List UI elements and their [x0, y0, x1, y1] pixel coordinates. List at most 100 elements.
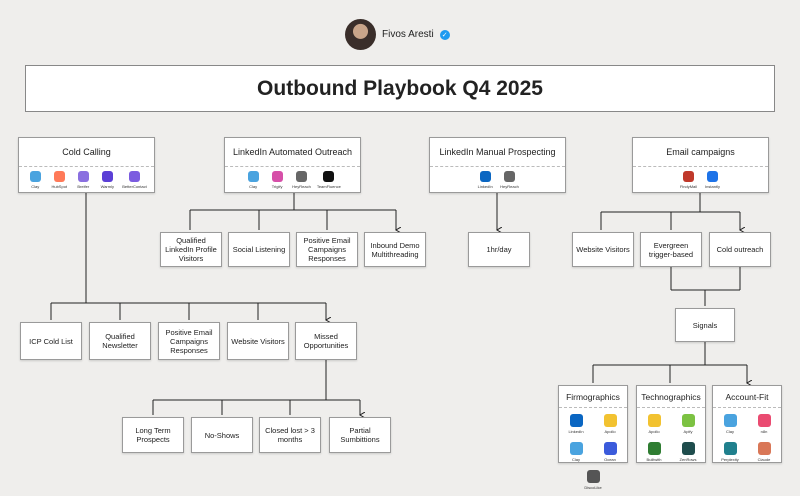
- tool-apollo: Apollo: [599, 414, 621, 434]
- tool-label: DiscoLike: [584, 485, 602, 490]
- tool-label: Clay: [725, 429, 734, 434]
- verified-badge-icon: ✓: [439, 29, 450, 40]
- clay-icon: [29, 171, 41, 182]
- tool-clay: Clay: [719, 414, 741, 434]
- tool-label: FindyMail: [679, 184, 698, 189]
- tool-label: LinkedIn: [568, 429, 584, 434]
- warmly-icon: [101, 171, 113, 182]
- author-name: Fivos Aresti: [382, 29, 434, 40]
- tool-list: FindyMail Instantly: [633, 167, 768, 189]
- cold-calling-item: ICP Cold List: [20, 322, 82, 360]
- card-title: Firmographics: [559, 386, 627, 408]
- tool-apollo: Apollo: [643, 414, 665, 434]
- tool-label: LinkedIn: [477, 184, 493, 189]
- tool-linkedin: LinkedIn: [565, 414, 587, 434]
- card-title: Cold Calling: [19, 138, 154, 167]
- author-header: Fivos Aresti ✓: [345, 19, 450, 50]
- linkedin-icon: [479, 171, 491, 182]
- card-title: Email campaigns: [633, 138, 768, 167]
- builtwith-icon: [647, 442, 661, 455]
- missed-opportunity-item: Partial Sumbittions: [329, 417, 391, 453]
- tool-heyreach: HeyReach: [292, 171, 311, 189]
- cold-calling-item: Qualified Newsletter: [89, 322, 151, 360]
- tool-clay: Clay: [26, 171, 44, 189]
- clay-icon: [247, 171, 259, 182]
- tool-instantly: Instantly: [704, 171, 722, 189]
- tool-list: LinkedIn HeyReach: [430, 167, 565, 189]
- tool-hubspot: HubSpot: [50, 171, 68, 189]
- avatar: [345, 19, 376, 50]
- tool-label: Apollo: [604, 429, 616, 434]
- tool-teamfluence: TeamFluence: [317, 171, 341, 189]
- tool-label: TeamFluence: [316, 184, 341, 189]
- tool-zenrows: ZenRows: [677, 442, 699, 462]
- missed-opportunity-item: Long Term Prospects: [122, 417, 184, 453]
- tool-breifer: Breifer: [74, 171, 92, 189]
- tool-label: HeyReach: [292, 184, 311, 189]
- card-title: LinkedIn Automated Outreach: [225, 138, 360, 167]
- tool-findymail: FindyMail: [680, 171, 698, 189]
- missed-opportunity-item: Closed lost > 3 months: [259, 417, 321, 453]
- linkedin-auto-item: Social Listening: [228, 232, 290, 267]
- ocean-icon: [603, 442, 617, 455]
- tool-label: n8n: [760, 429, 768, 434]
- tool-label: Builtwith: [646, 457, 662, 462]
- tool-label: BetterContact: [122, 184, 147, 189]
- heyreach-icon: [504, 171, 515, 182]
- tool-label: Claude: [757, 457, 771, 462]
- n8n-icon: [757, 414, 771, 427]
- tool-label: Breifer: [77, 184, 90, 189]
- findymail-icon: [683, 171, 694, 182]
- email-item: Evergreen trigger-based: [640, 232, 702, 267]
- tool-heyreach: HeyReach: [500, 171, 519, 189]
- tool-ocean: Ocean: [599, 442, 621, 462]
- linkedin-auto-item: Qualified LinkedIn Profile Visitors: [160, 232, 222, 267]
- tool-label: Clay: [571, 457, 580, 462]
- email-item: Website Visitors: [572, 232, 634, 267]
- linkedin-icon: [569, 414, 583, 427]
- tool-label: ZenRows: [679, 457, 697, 462]
- tool-linkedin: LinkedIn: [476, 171, 494, 189]
- cold-calling-item: Website Visitors: [227, 322, 289, 360]
- tool-apify: Apify: [677, 414, 699, 434]
- perplexity-icon: [723, 442, 737, 455]
- card-title: LinkedIn Manual Prospecting: [430, 138, 565, 167]
- tool-perplexity: Perplexity: [719, 442, 741, 462]
- email-item: Cold outreach: [709, 232, 771, 267]
- instantly-icon: [707, 171, 718, 182]
- tool-discolike: DiscoLike: [582, 470, 604, 490]
- linkedin-auto-item: Positive Email Campaigns Responses: [296, 232, 358, 267]
- apollo-icon: [647, 414, 661, 427]
- tool-n8n: n8n: [753, 414, 775, 434]
- tool-label: HeyReach: [500, 184, 519, 189]
- tool-warmly: Warmly: [98, 171, 116, 189]
- tool-label: Clay: [31, 184, 40, 189]
- tool-label: Warmly: [100, 184, 114, 189]
- apify-icon: [681, 414, 695, 427]
- heyreach-icon: [295, 171, 307, 182]
- breifer-icon: [77, 171, 89, 182]
- tool-label: Apollo: [648, 429, 660, 434]
- claude-icon: [757, 442, 771, 455]
- tool-trigify: Trigify: [268, 171, 286, 189]
- tool-label: Perplexity: [721, 457, 739, 462]
- linkedin-manual-item: 1hr/day: [468, 232, 530, 267]
- clay-icon: [569, 442, 583, 455]
- apollo-icon: [603, 414, 617, 427]
- clay-icon: [723, 414, 737, 427]
- tool-label: Instantly: [705, 184, 720, 189]
- page-title: Outbound Playbook Q4 2025: [25, 65, 775, 112]
- tool-label: Trigify: [271, 184, 283, 189]
- cold-calling-item: Missed Opportunities: [295, 322, 357, 360]
- card-title: Account-Fit: [713, 386, 781, 408]
